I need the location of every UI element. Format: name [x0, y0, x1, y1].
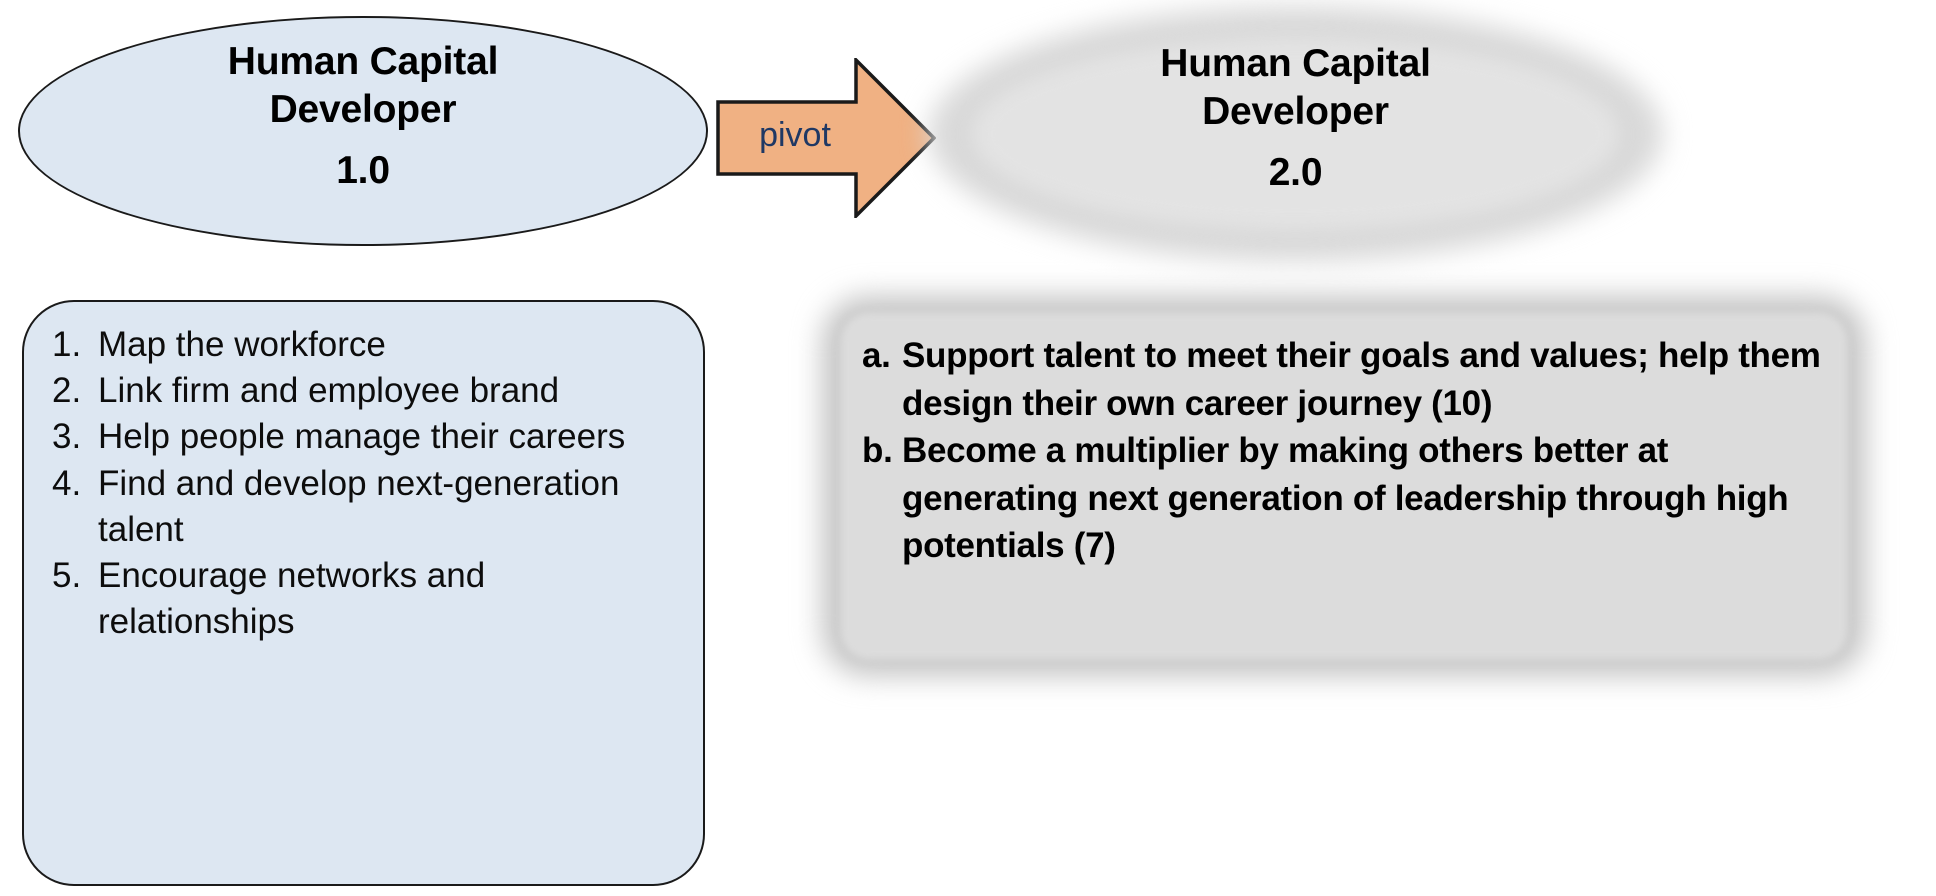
list-item-marker: 3.: [52, 417, 82, 457]
left-list: 1. Map the workforce 2. Link firm and em…: [52, 322, 672, 645]
list-item-text: Find and develop next-generation talent: [98, 463, 620, 549]
right-box-fill: [840, 312, 1848, 660]
right-node-line1: Human Capital: [1160, 42, 1431, 85]
left-node-line1: Human Capital: [227, 40, 499, 83]
list-item-marker: 4.: [52, 463, 82, 503]
list-item-marker: 2.: [52, 371, 82, 411]
left-node-line2: Developer: [269, 87, 457, 131]
list-item-marker: b.: [862, 431, 893, 471]
list-item-text: Help people manage their careers: [98, 417, 626, 457]
list-item: 4. Find and develop next-generation tale…: [52, 461, 672, 553]
right-list-box: [822, 296, 1866, 676]
right-list: a. Support talent to meet their goals an…: [862, 332, 1852, 570]
list-item-marker: a.: [862, 336, 891, 375]
right-ellipse-inner-fill: [972, 38, 1619, 230]
pivot-arrow-icon: [716, 58, 936, 218]
left-node-version: 1.0: [336, 149, 390, 193]
list-item: 2. Link firm and employee brand: [52, 368, 672, 414]
list-item: b. Become a multiplier by making others …: [862, 427, 1852, 570]
node-human-capital-developer-1-shape: [18, 16, 708, 246]
right-node-line2: Developer: [1202, 89, 1389, 133]
list-item-text: Support talent to meet their goals and v…: [902, 336, 1821, 423]
list-item-marker: 5.: [52, 555, 82, 595]
list-item: a. Support talent to meet their goals an…: [862, 332, 1852, 427]
pivot-arrow-label: pivot: [759, 116, 831, 154]
list-item-text: Become a multiplier by making others bet…: [902, 431, 1789, 566]
list-item-text: Map the workforce: [98, 325, 386, 364]
list-item-text: Link firm and employee brand: [98, 371, 560, 411]
list-item-text: Encourage networks and relationships: [98, 555, 486, 642]
right-node-version: 2.0: [1268, 151, 1323, 195]
left-list-box: [22, 300, 705, 886]
node-human-capital-developer-2-label: Human Capital Developer 2.0: [928, 40, 1663, 197]
list-item: 1. Map the workforce: [52, 322, 672, 368]
node-human-capital-developer-2-shape: [928, 6, 1663, 262]
node-human-capital-developer-1-label: Human Capital Developer 1.0: [18, 38, 708, 195]
list-item: 5. Encourage networks and relationships: [52, 553, 672, 645]
list-item: 3. Help people manage their careers: [52, 414, 672, 460]
list-item-marker: 1.: [52, 325, 82, 364]
